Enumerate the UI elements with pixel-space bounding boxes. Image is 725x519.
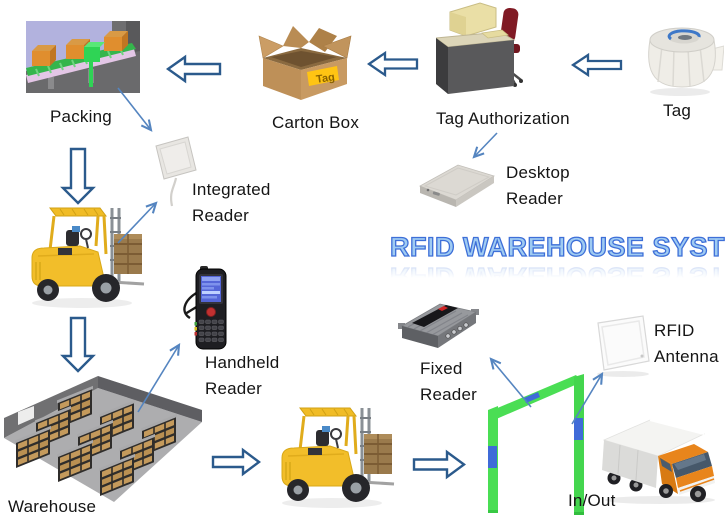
integrated-reader-illustration [155, 136, 197, 207]
carton-box-node: Tag [257, 24, 353, 102]
warehouse-label: Warehouse [8, 497, 97, 516]
rfid-antenna-label: RFID Antenna [654, 321, 719, 366]
tag-label: Tag [663, 101, 692, 120]
carton-box-illustration: Tag [258, 26, 352, 100]
rfid-antenna-node [591, 312, 653, 378]
desktop-reader-illustration [419, 164, 495, 207]
arrow-warehouse-to-forklift2 [211, 447, 261, 477]
warehouse-illustration [4, 376, 202, 502]
forklift-upper-node [24, 204, 146, 310]
fixed-reader-node [398, 296, 480, 360]
arrow-tagauth-to-cartonbox [367, 50, 419, 78]
packing-illustration [26, 21, 140, 93]
fixed-reader-label: Fixed Reader [420, 359, 477, 404]
desktop-reader-node [414, 160, 498, 214]
tag-authorization-label: Tag Authorization [436, 109, 570, 128]
carton-tag-text: Tag [315, 71, 335, 85]
carton-box-label: Carton Box [272, 113, 360, 132]
diagram-title-reflection: RFID WAREHOUSE SYSTEM [389, 261, 725, 292]
forklift-lower-node [272, 404, 398, 510]
tag-node [638, 24, 724, 98]
forklift-upper-illustration [31, 207, 145, 308]
handheld-reader-illustration [183, 266, 227, 350]
arrow-packing-to-forklift [60, 147, 96, 205]
tag-illustration [648, 27, 724, 96]
arrow-forklift-to-warehouse [60, 316, 96, 373]
connector-packing-to-integrated-reader [117, 87, 151, 130]
desktop-reader-label: Desktop Reader [506, 163, 570, 208]
rfid-antenna-illustration [597, 315, 650, 377]
in-out-label: In/Out [568, 491, 616, 510]
arrow-tag-to-tagauth [571, 52, 623, 78]
integrated-reader-label: Integrated Reader [192, 180, 271, 225]
connector-tagauth-to-desktop-reader [474, 132, 498, 157]
handheld-reader-label: Handheld Reader [205, 353, 280, 398]
packing-label: Packing [50, 107, 112, 126]
integrated-reader-node [146, 132, 198, 207]
warehouse-node [2, 376, 204, 504]
handheld-reader-node [180, 266, 242, 354]
truck-node [600, 406, 723, 506]
tag-authorization-node [436, 2, 542, 100]
forklift-lower-illustration [281, 407, 395, 508]
arrow-cartonbox-to-packing [166, 54, 222, 84]
fixed-reader-illustration [398, 303, 479, 348]
arrow-forklift2-to-gate [412, 449, 466, 480]
packing-node [26, 21, 140, 93]
tag-authorization-illustration [436, 2, 523, 94]
diagram-title: RFID WAREHOUSE SYSTEM [389, 231, 725, 262]
truck-illustration [602, 419, 715, 504]
